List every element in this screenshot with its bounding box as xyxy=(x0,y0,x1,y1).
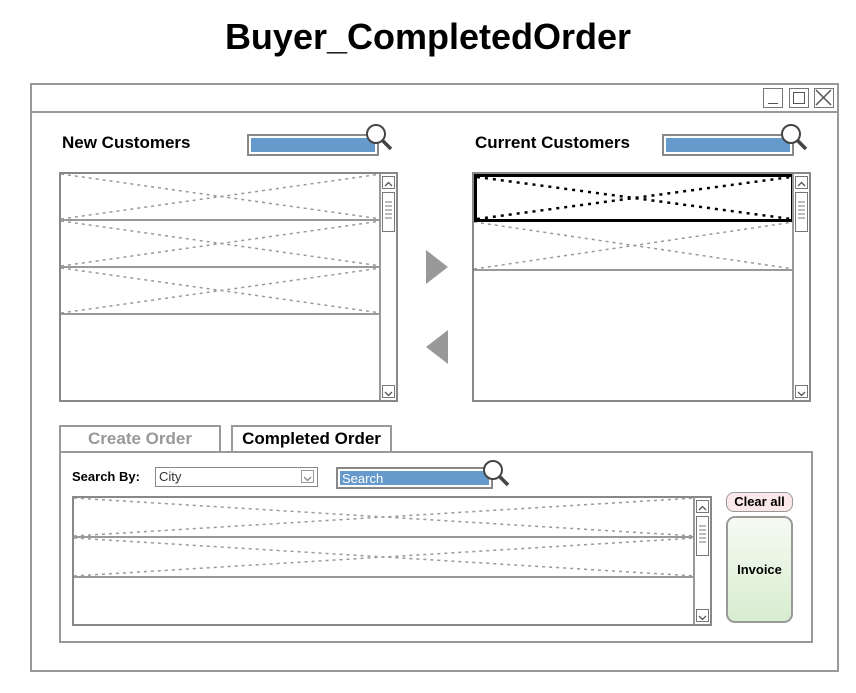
scrollbar[interactable] xyxy=(379,174,396,400)
clear-all-button[interactable]: Clear all xyxy=(726,492,793,512)
list-item[interactable] xyxy=(474,222,794,271)
scrollbar[interactable] xyxy=(792,174,809,400)
completed-order-panel xyxy=(59,451,813,643)
order-search-input[interactable]: Search xyxy=(336,467,493,489)
scroll-thumb[interactable] xyxy=(382,192,395,232)
scroll-up-icon[interactable] xyxy=(696,500,709,513)
new-customers-label: New Customers xyxy=(62,133,191,152)
scroll-down-icon[interactable] xyxy=(696,609,709,622)
search-by-label: Search By: xyxy=(72,469,140,484)
list-item-selected[interactable] xyxy=(474,174,794,222)
maximize-icon[interactable] xyxy=(789,88,809,108)
current-customers-label: Current Customers xyxy=(475,133,630,152)
scroll-thumb[interactable] xyxy=(795,192,808,232)
scroll-up-icon[interactable] xyxy=(795,176,808,189)
scroll-thumb[interactable] xyxy=(696,516,709,556)
search-icon[interactable] xyxy=(481,458,511,488)
new-customers-list[interactable] xyxy=(59,172,398,402)
search-icon[interactable] xyxy=(779,122,809,152)
scroll-down-icon[interactable] xyxy=(795,385,808,398)
current-customers-list[interactable] xyxy=(472,172,811,402)
page-title: Buyer_CompletedOrder xyxy=(224,16,632,57)
scrollbar[interactable] xyxy=(693,498,710,624)
completed-orders-list[interactable] xyxy=(72,496,712,626)
minimize-icon[interactable] xyxy=(763,88,783,108)
order-search-placeholder: Search xyxy=(340,471,489,485)
search-by-select[interactable]: City xyxy=(155,467,318,487)
search-by-value: City xyxy=(159,469,182,484)
tab-create-order[interactable]: Create Order xyxy=(59,425,221,451)
scroll-down-icon[interactable] xyxy=(382,385,395,398)
arrow-right-icon[interactable] xyxy=(424,249,450,285)
list-item[interactable] xyxy=(74,538,695,578)
invoice-button[interactable]: Invoice xyxy=(726,516,793,623)
search-icon[interactable] xyxy=(364,122,394,152)
list-item[interactable] xyxy=(61,221,381,268)
current-customers-search-input[interactable] xyxy=(662,134,794,156)
arrow-left-icon[interactable] xyxy=(424,329,450,365)
list-item[interactable] xyxy=(61,174,381,221)
tab-completed-order[interactable]: Completed Order xyxy=(231,425,392,451)
new-customers-search-input[interactable] xyxy=(247,134,379,156)
list-item[interactable] xyxy=(61,268,381,315)
scroll-up-icon[interactable] xyxy=(382,176,395,189)
chevron-down-icon xyxy=(301,470,314,483)
close-icon[interactable] xyxy=(814,88,834,108)
list-item[interactable] xyxy=(74,498,695,538)
window-titlebar xyxy=(32,85,837,113)
